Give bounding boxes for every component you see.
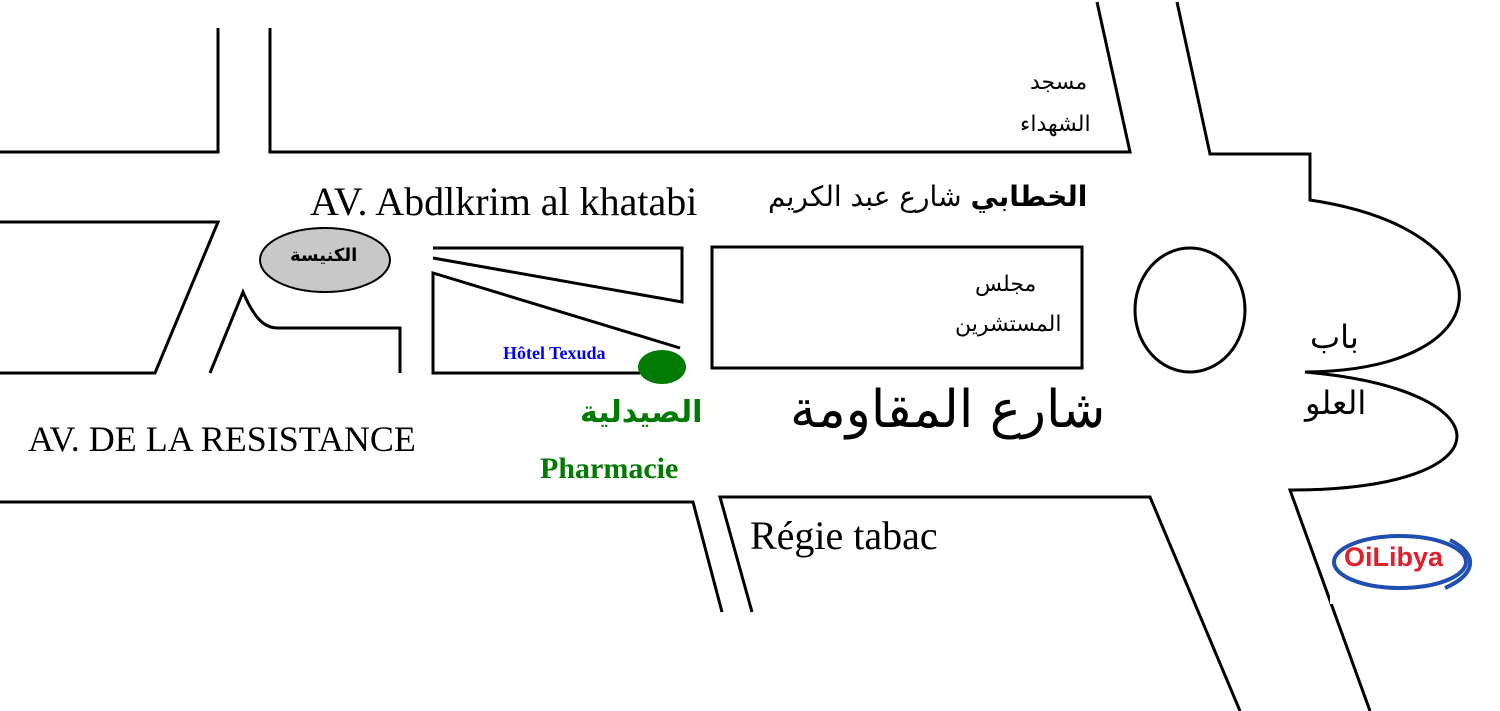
block-hotel-upper [432,246,684,304]
church-label: الكنيسة [290,245,358,266]
pharmacy-label-ar: الصيدلية [580,395,703,430]
block-bottom-left [0,500,724,613]
oilibya-logo: OiLibya [1330,520,1480,604]
hotel-label: Hôtel Texuda [503,343,606,363]
mosque-label-1: مسجد [1030,70,1088,95]
logo-text: OiLibya [1344,542,1444,572]
block-bottom-tobacco [718,495,1242,711]
block-mid-left [0,220,221,375]
block-hotel-lower [431,270,681,375]
council-label-1: مجلس [975,272,1037,297]
pharmacy-marker [638,350,686,384]
council-building [710,245,1084,370]
pharmacy-label-fr: Pharmacie [540,452,679,485]
church-marker [259,227,391,293]
bab-alou-outline [1175,1,1461,711]
block-top-mosque [268,1,1132,154]
logo-swoosh-icon [1332,534,1472,590]
mosque-label-2: الشهداء [1020,112,1091,137]
gate-label-2: العلو [1305,384,1367,422]
tobacco-label: Régie tabac [750,513,938,558]
block-church [208,288,402,374]
block-top-left [0,28,220,154]
street-abdelkrim-fr: AV. Abdlkrim al khatabi [310,179,698,224]
street-abdelkrim-ar-prefix: شارع عبد الكريم [768,180,962,213]
council-label-2: المستشرين [955,312,1062,337]
street-abdelkrim-ar-bold: الخطابي [970,180,1088,213]
street-resistance-ar: شارع المقاومة [790,380,1106,440]
gate-label-1: باب [1310,318,1359,356]
roundabout [1133,246,1247,374]
street-abdelkrim-ar: الخطابي شارع عبد الكريم [768,180,1087,213]
street-resistance-fr: AV. DE LA RESISTANCE [28,419,416,459]
